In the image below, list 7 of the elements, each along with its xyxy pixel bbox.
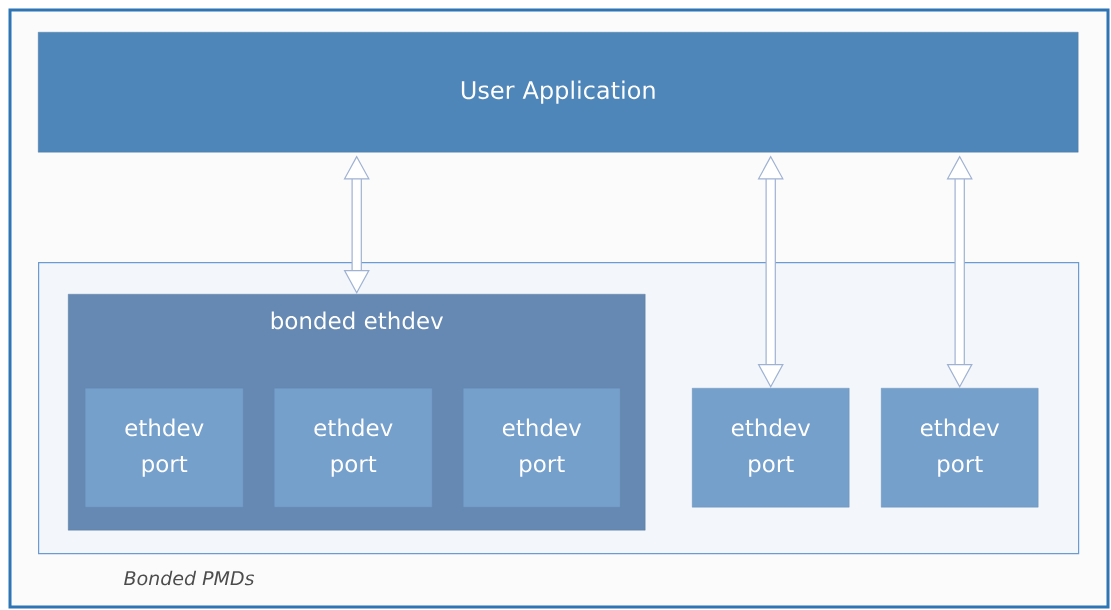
caption: Bonded PMDs xyxy=(124,570,255,586)
port-box: ethdev port xyxy=(881,388,1039,508)
application-box: User Application xyxy=(38,32,1079,153)
port-box: ethdev port xyxy=(274,388,433,508)
port-box: ethdev port xyxy=(85,388,244,508)
port-box: ethdev port xyxy=(463,388,621,508)
port-box: ethdev port xyxy=(692,388,850,508)
